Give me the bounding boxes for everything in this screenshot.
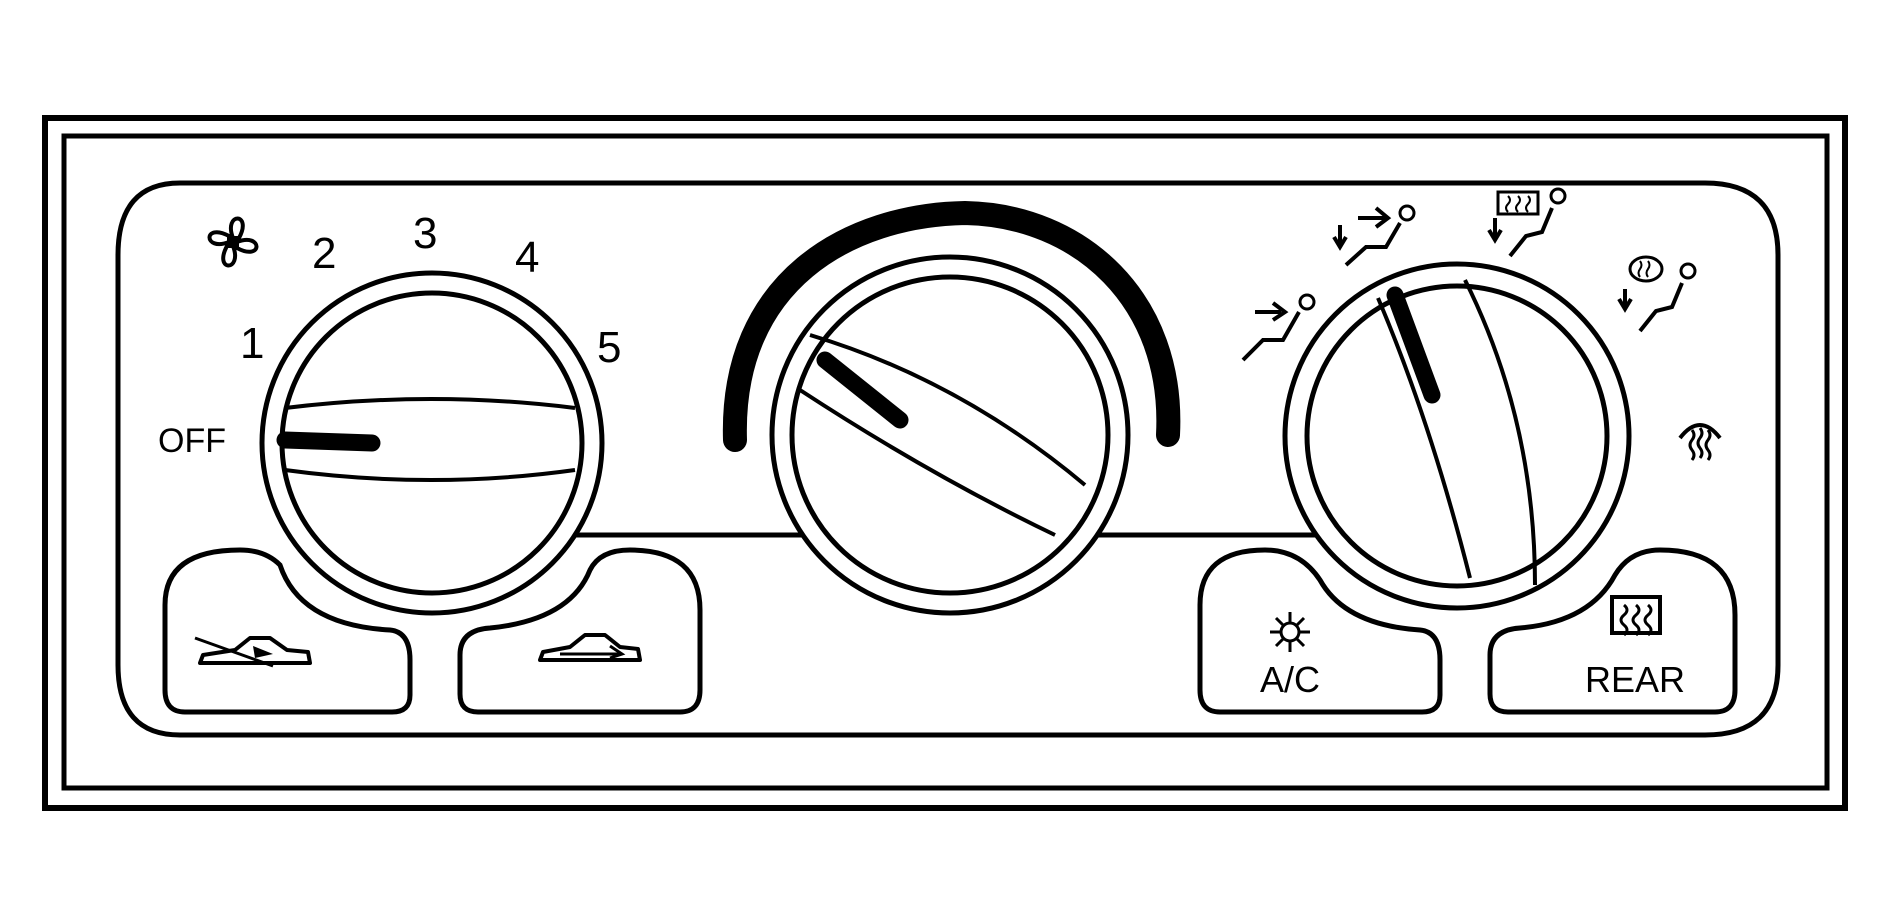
floor-icon — [1487, 187, 1567, 258]
temperature-arc — [722, 200, 1181, 452]
fan-label-5: 5 — [597, 323, 621, 372]
ac-label: A/C — [1260, 659, 1320, 700]
outer-bezel — [42, 115, 1848, 811]
temp-knob-grip — [798, 333, 1087, 537]
ac-button[interactable]: A/C — [1197, 547, 1443, 715]
recirculation-icon — [194, 636, 312, 668]
defog-icon — [1617, 255, 1697, 333]
bi-level-icon — [1332, 204, 1416, 267]
temperature-knob[interactable] — [769, 254, 1131, 616]
fan-knob-pointer — [276, 431, 381, 452]
outside-air-icon — [538, 633, 642, 662]
fan-label-off: OFF — [158, 422, 226, 460]
fan-label-1: 1 — [240, 319, 264, 368]
temp-knob-pointer — [816, 351, 909, 429]
fan-label-2: 2 — [312, 229, 336, 278]
snowflake-icon — [1270, 612, 1310, 652]
face-plate — [115, 180, 1781, 738]
mode-knob-pointer — [1386, 286, 1441, 404]
recirculation-button[interactable] — [162, 547, 413, 715]
outside-air-button[interactable] — [457, 547, 703, 715]
fan-label-3: 3 — [413, 209, 437, 258]
mode-knob[interactable] — [1282, 261, 1632, 611]
inner-bezel — [61, 133, 1830, 791]
defrost-icon — [1678, 423, 1722, 461]
rear-defrost-icon — [1610, 595, 1662, 637]
fan-icon — [207, 216, 259, 268]
rear-defrost-button[interactable]: REAR — [1487, 547, 1738, 715]
rear-label: REAR — [1585, 659, 1685, 700]
fan-label-4: 4 — [515, 233, 539, 282]
fan-speed-knob[interactable] — [259, 270, 605, 616]
vent-icon — [1241, 293, 1316, 362]
mode-knob-grip — [1376, 279, 1537, 586]
fan-knob-grip — [284, 397, 576, 482]
